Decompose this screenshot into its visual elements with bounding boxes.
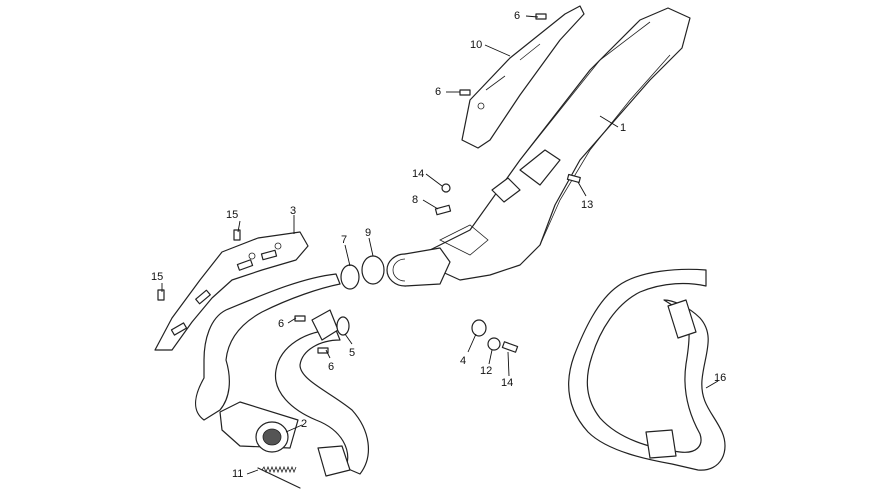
alternate-header-pipe bbox=[568, 268, 726, 471]
callout-15-lower: 15 bbox=[151, 271, 163, 283]
callout-10: 10 bbox=[470, 39, 482, 51]
callout-4: 4 bbox=[460, 355, 466, 367]
callout-6-lower: 6 bbox=[328, 361, 334, 373]
callout-labels: 1 2 3 4 6 6 6 6 7 8 9 10 11 12 13 14 14 … bbox=[151, 10, 726, 480]
callout-6-mid: 6 bbox=[435, 86, 441, 98]
bolt-14-top bbox=[441, 183, 451, 193]
rubber-4 bbox=[471, 319, 487, 337]
clamp-9 bbox=[361, 255, 385, 285]
bolt-6-left bbox=[294, 315, 306, 322]
callout-11: 11 bbox=[232, 468, 243, 480]
bolt-6-top bbox=[535, 13, 547, 20]
callout-2: 2 bbox=[301, 418, 307, 430]
bolt-6-mid bbox=[459, 89, 471, 96]
header-pipe-assembly bbox=[195, 273, 369, 477]
callout-16: 16 bbox=[714, 372, 726, 384]
callout-3: 3 bbox=[290, 205, 296, 217]
gasket-7 bbox=[340, 264, 360, 290]
callout-7: 7 bbox=[341, 234, 347, 246]
callout-8: 8 bbox=[412, 194, 418, 206]
callout-6-top: 6 bbox=[514, 10, 520, 22]
heel-guard bbox=[154, 231, 309, 351]
callout-1: 1 bbox=[620, 122, 626, 134]
gasket-5 bbox=[336, 316, 350, 336]
callout-5: 5 bbox=[349, 347, 355, 359]
muffler-assembly bbox=[386, 7, 691, 287]
bolt-6-lower bbox=[317, 347, 329, 354]
bolt-13 bbox=[566, 173, 581, 184]
bolt-15-upper bbox=[233, 229, 241, 241]
spring-11 bbox=[257, 467, 301, 489]
callout-14-top: 14 bbox=[412, 168, 424, 180]
callout-12: 12 bbox=[480, 365, 492, 377]
callout-13: 13 bbox=[581, 199, 593, 211]
heat-guard-plate bbox=[461, 5, 585, 149]
leader-lines bbox=[161, 15, 719, 475]
callout-15-upper: 15 bbox=[226, 209, 238, 221]
washer-8 bbox=[434, 204, 452, 216]
washer-12 bbox=[487, 337, 501, 351]
callout-9: 9 bbox=[365, 227, 371, 239]
bolt-14-lower bbox=[501, 341, 519, 353]
callout-6-left: 6 bbox=[278, 318, 284, 330]
callout-14-lower: 14 bbox=[501, 377, 513, 389]
bolt-15-lower bbox=[157, 289, 165, 301]
